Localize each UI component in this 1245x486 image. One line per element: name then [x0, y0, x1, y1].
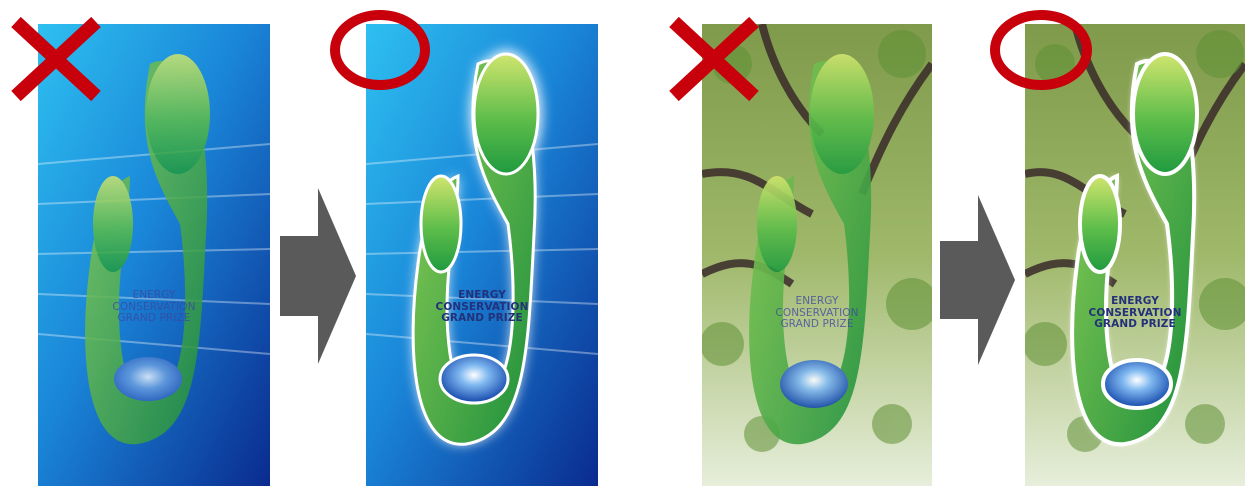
tree-background-outlined-logo-panel: ENERGY CONSERVATION GRAND PRIZE: [1025, 24, 1245, 486]
energy-logo-text: ENERGY CONSERVATION GRAND PRIZE: [1025, 296, 1245, 331]
tree-background-art: [1025, 24, 1245, 486]
logo-text-line: GRAND PRIZE: [702, 319, 932, 331]
blue-background-art: [366, 24, 598, 486]
circle-icon: [988, 8, 1094, 92]
logo-text-line: ENERGY: [702, 296, 932, 308]
logo-text-line: GRAND PRIZE: [38, 313, 270, 325]
right-arrow-icon: [940, 195, 1015, 365]
cross-icon: [664, 14, 764, 104]
logo-text-line: ENERGY: [1025, 296, 1245, 308]
right-arrow-icon: [280, 188, 356, 364]
logo-text-line: GRAND PRIZE: [1025, 319, 1245, 331]
circle-icon: [328, 8, 432, 92]
logo-text-line: ENERGY: [38, 290, 270, 302]
energy-logo-text: ENERGY CONSERVATION GRAND PRIZE: [38, 290, 270, 325]
logo-text-line: GRAND PRIZE: [366, 313, 598, 325]
blue-background-outlined-logo-panel: ENERGY CONSERVATION GRAND PRIZE: [366, 24, 598, 486]
logo-text-line: ENERGY: [366, 290, 598, 302]
cross-icon: [6, 14, 106, 104]
energy-logo-text: ENERGY CONSERVATION GRAND PRIZE: [702, 296, 932, 331]
energy-logo-text: ENERGY CONSERVATION GRAND PRIZE: [366, 290, 598, 325]
